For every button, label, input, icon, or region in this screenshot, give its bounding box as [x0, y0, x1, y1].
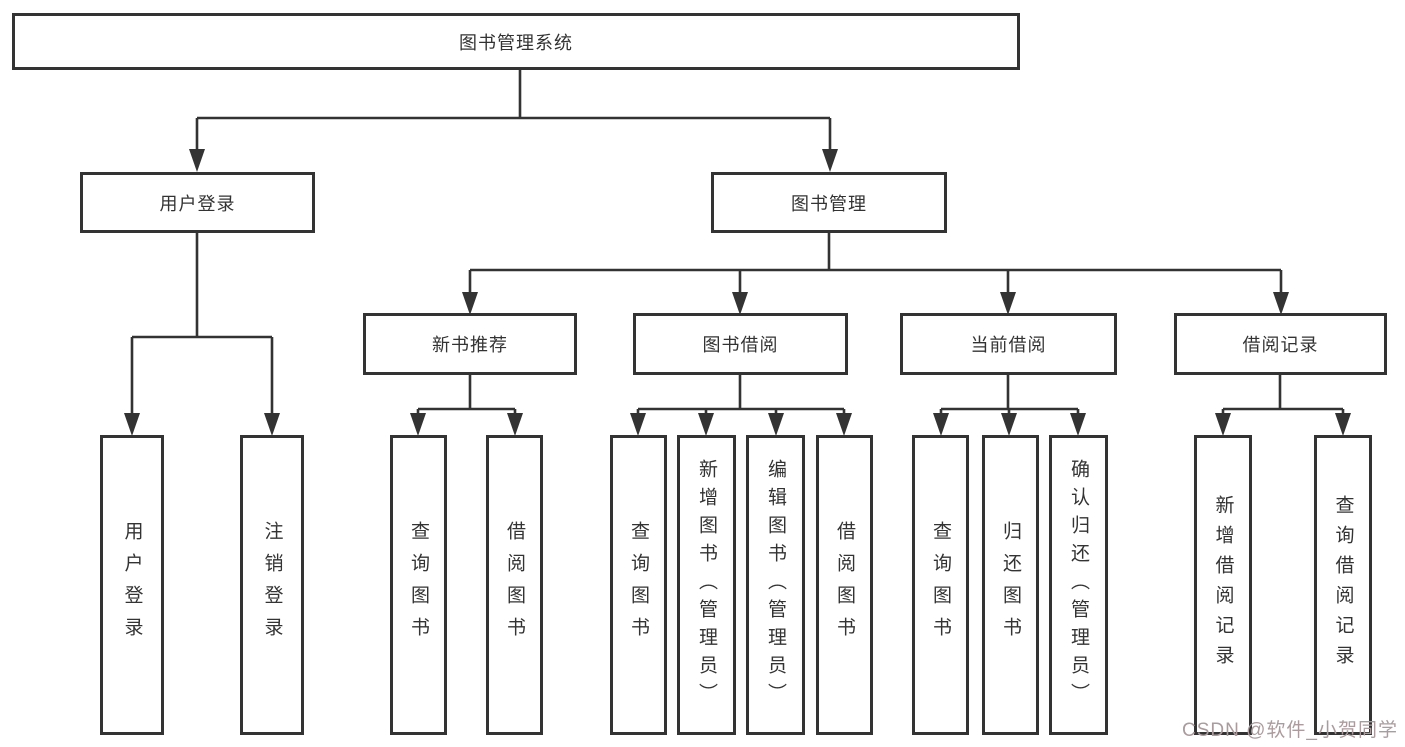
node-borrow-records: 借阅记录 [1174, 313, 1387, 375]
node-label: 图书管理系统 [459, 32, 573, 53]
node-label: 查询图书 [628, 521, 649, 649]
node-new-book-recommend: 新书推荐 [363, 313, 577, 375]
arrow-icon [124, 413, 140, 436]
arrow-icon [822, 149, 838, 172]
node-label: 查询图书 [930, 521, 951, 649]
csdn-watermark: CSDN @软件_小贺同学 [1182, 720, 1398, 741]
leaf-query-books-current: 查询图书 [912, 435, 969, 735]
node-user-login-group: 用户登录 [80, 172, 315, 233]
node-root-title: 图书管理系统 [12, 13, 1020, 70]
leaf-return-books: 归还图书 [982, 435, 1039, 735]
node-label: 用户登录 [121, 521, 143, 649]
leaf-query-borrow-record: 查询借阅记录 [1314, 435, 1372, 735]
node-label: 用户登录 [159, 193, 236, 214]
arrow-icon [462, 292, 478, 315]
arrow-icon [1273, 292, 1289, 315]
node-label: 查询图书 [408, 521, 429, 649]
node-label: 借阅图书 [834, 521, 855, 649]
node-label: 编辑图书（管理员） [765, 459, 786, 711]
leaf-add-books-admin: 新增图书（管理员） [677, 435, 736, 735]
node-label: 图书管理 [791, 193, 867, 214]
node-label: 确认归还（管理员） [1068, 459, 1089, 711]
node-label: 借阅图书 [504, 521, 525, 649]
node-book-management: 图书管理 [711, 172, 947, 233]
node-current-borrowing: 当前借阅 [900, 313, 1117, 375]
arrow-icon [698, 413, 714, 436]
node-book-borrowing: 图书借阅 [633, 313, 848, 375]
node-label: 查询借阅记录 [1332, 495, 1354, 675]
arrow-icon [1001, 413, 1017, 436]
node-label: 归还图书 [1000, 521, 1021, 649]
leaf-query-books-recommend: 查询图书 [390, 435, 447, 735]
node-label: 注销登录 [261, 521, 283, 649]
node-label: 当前借阅 [970, 335, 1047, 355]
node-label: 图书借阅 [702, 335, 779, 355]
arrow-icon [768, 413, 784, 436]
arrow-icon [1000, 292, 1016, 315]
leaf-borrow-books-recommend: 借阅图书 [486, 435, 543, 735]
leaf-edit-books-admin: 编辑图书（管理员） [746, 435, 805, 735]
leaf-confirm-return-admin: 确认归还（管理员） [1049, 435, 1108, 735]
leaf-query-books-borrowing: 查询图书 [610, 435, 667, 735]
arrow-icon [836, 413, 852, 436]
arrow-icon [732, 292, 748, 315]
arrow-icon [630, 413, 646, 436]
node-label: 新增图书（管理员） [696, 459, 717, 711]
node-label: 借阅记录 [1242, 335, 1319, 355]
leaf-user-login: 用户登录 [100, 435, 164, 735]
leaf-logout: 注销登录 [240, 435, 304, 735]
arrow-icon [1070, 413, 1086, 436]
node-label: 新增借阅记录 [1212, 495, 1234, 675]
arrow-icon [189, 149, 205, 172]
arrow-icon [264, 413, 280, 436]
leaf-add-borrow-record: 新增借阅记录 [1194, 435, 1252, 735]
arrow-icon [507, 413, 523, 436]
leaf-borrow-books-borrowing: 借阅图书 [816, 435, 873, 735]
arrow-icon [933, 413, 949, 436]
arrow-icon [1215, 413, 1231, 436]
arrow-icon [410, 413, 426, 436]
node-label: 新书推荐 [432, 335, 508, 355]
arrow-icon [1335, 413, 1351, 436]
